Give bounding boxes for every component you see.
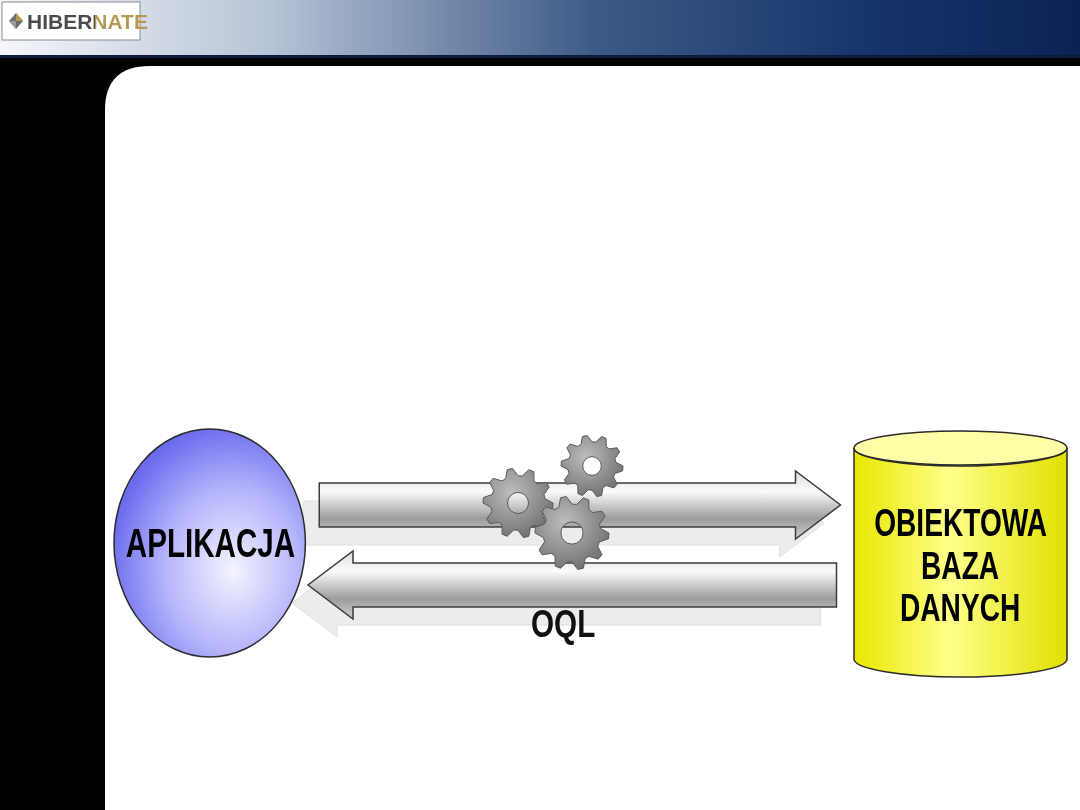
node-text: APLIKACJA	[125, 521, 294, 566]
database-cylinder: OBIEKTOWA BAZA DANYCH	[853, 430, 1068, 677]
logo-icon	[9, 13, 23, 29]
logo-wordmark: HIBERNATE	[27, 10, 148, 34]
query-language-label: OQL	[531, 603, 595, 646]
gear	[561, 435, 623, 496]
application-circle: APLIKACJA	[113, 428, 306, 658]
header-bar	[0, 0, 1080, 55]
header-rule	[0, 55, 1080, 58]
node-text: OBIEKTOWA BAZA DANYCH	[874, 476, 1046, 630]
content-panel	[105, 66, 1080, 810]
gear	[535, 496, 609, 569]
gears-illustration	[483, 435, 623, 569]
